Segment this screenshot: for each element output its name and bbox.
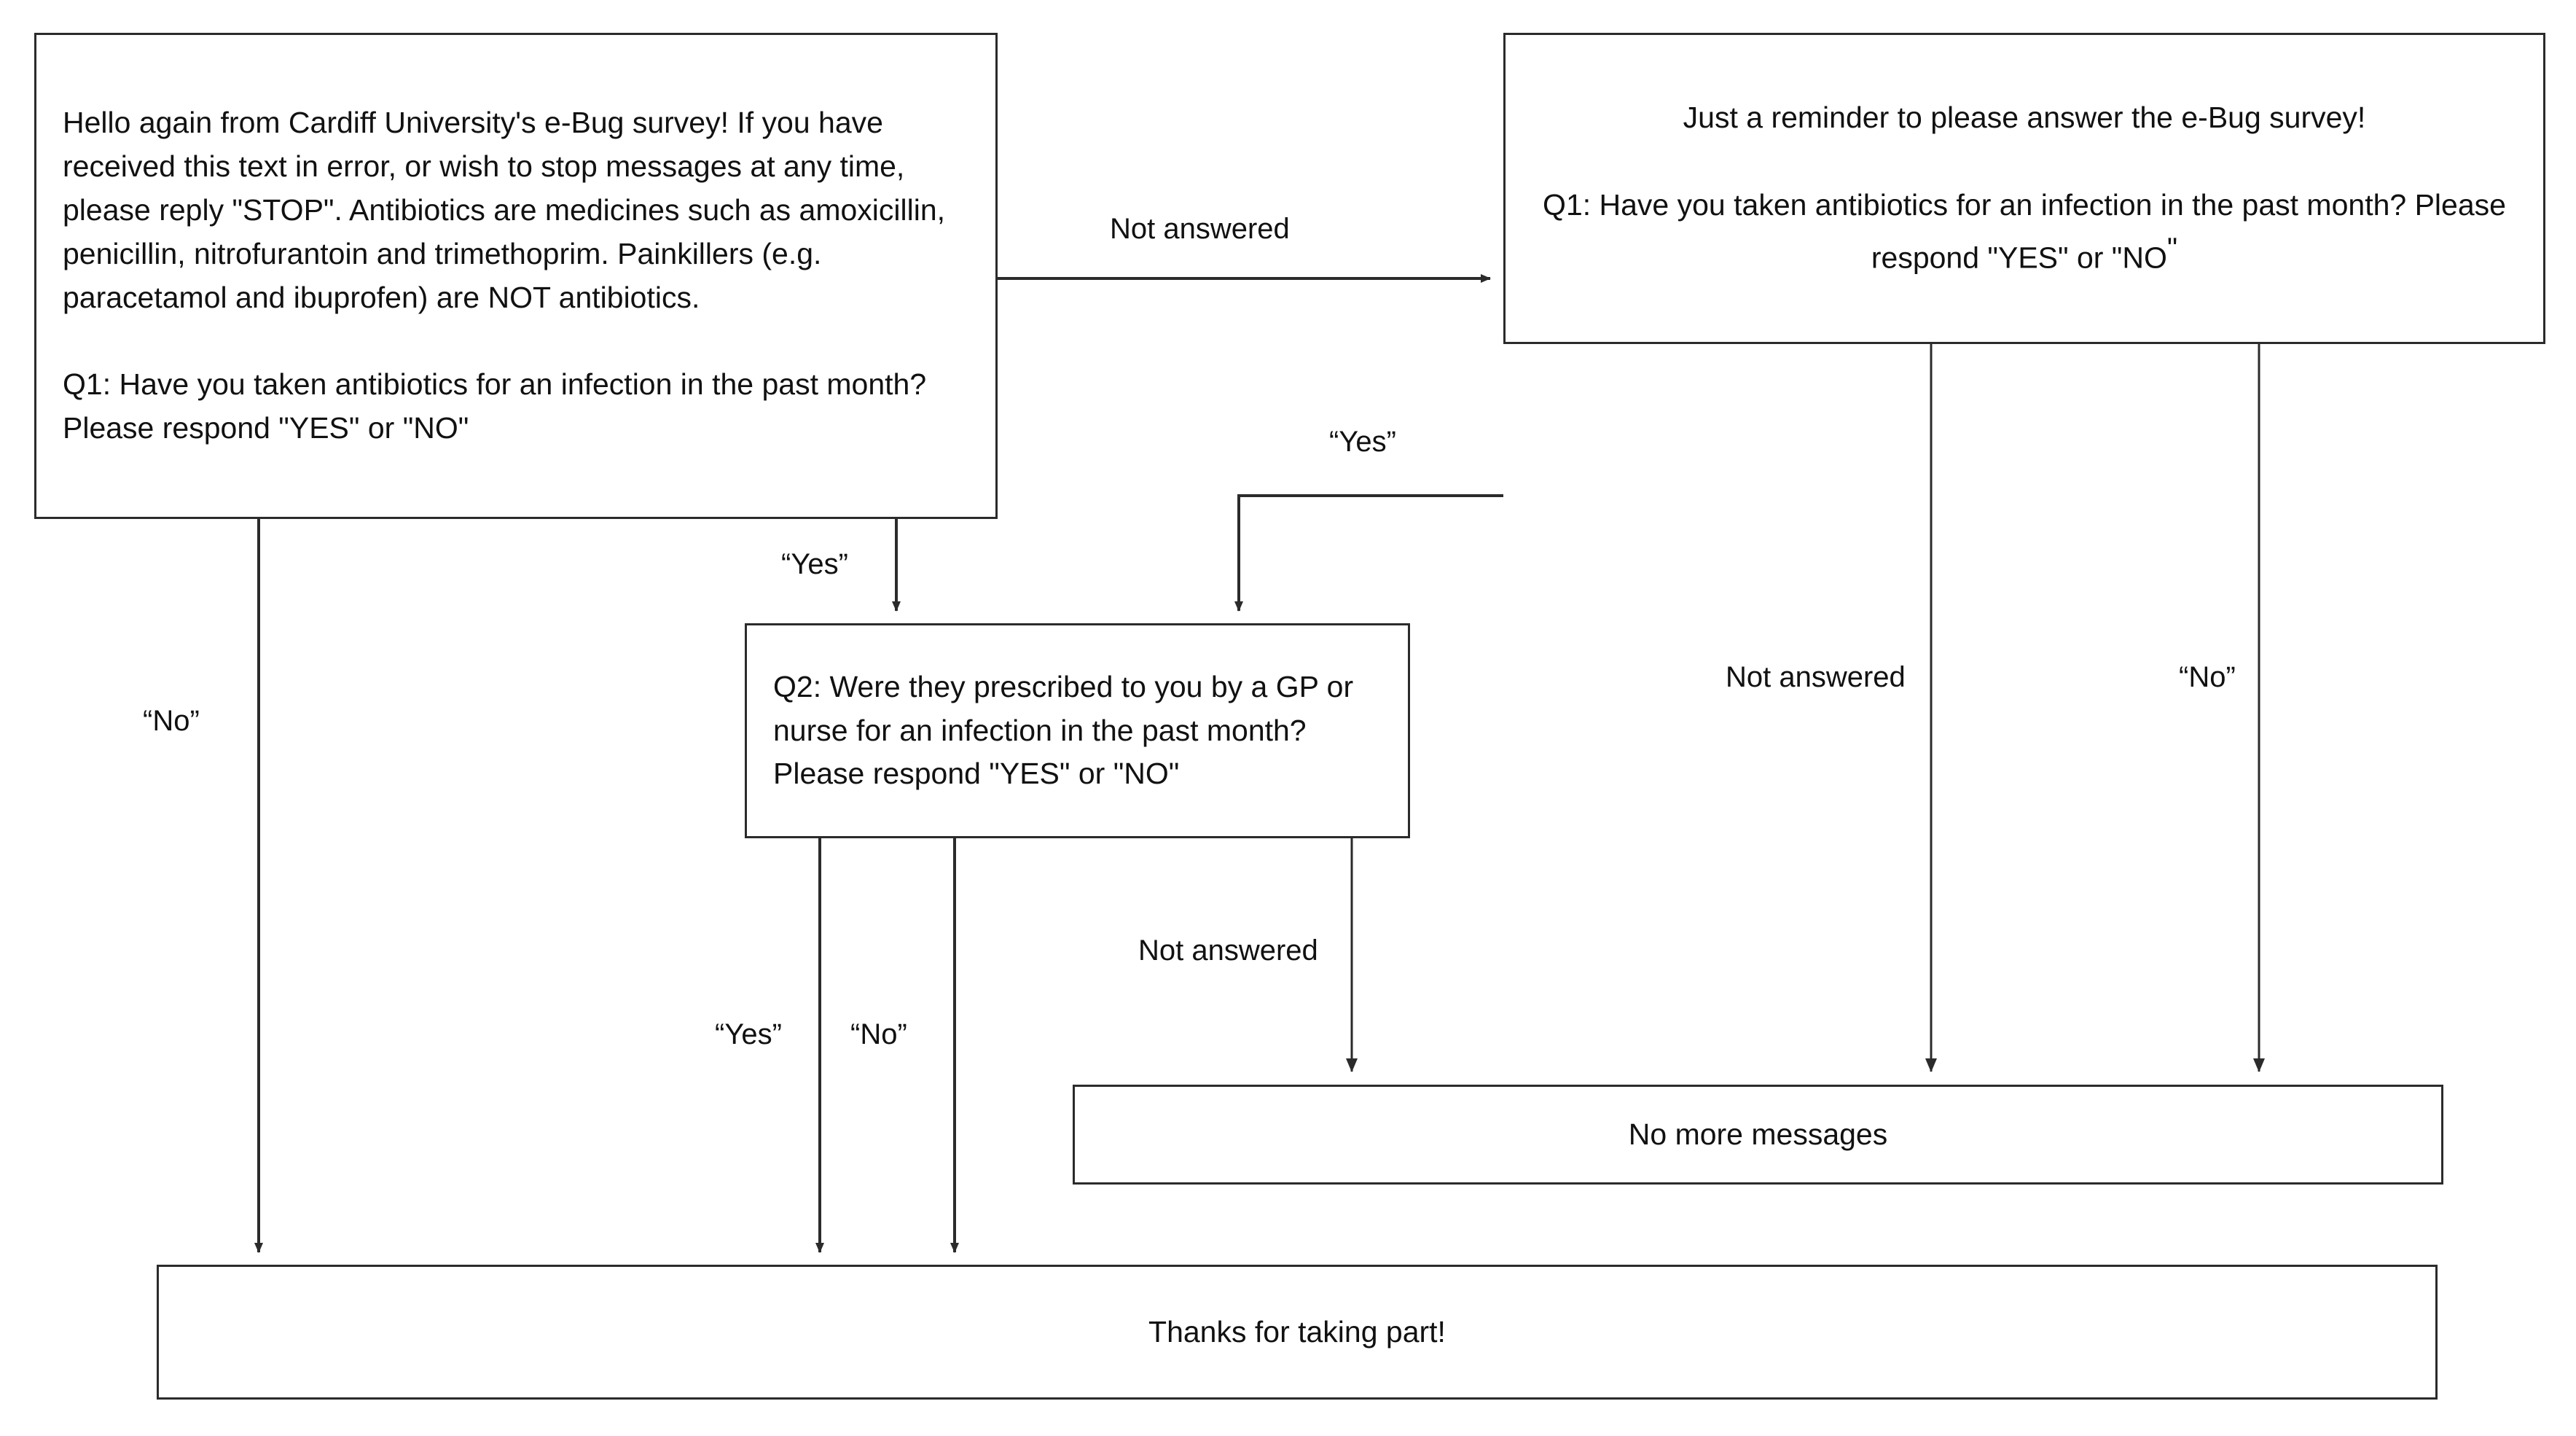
reminder-paragraph-1: Just a reminder to please answer the e-B…	[1683, 101, 2366, 135]
edge-label-intro-no: “No”	[143, 705, 200, 737]
edge-label-intro-not-answered: Not answered	[1110, 213, 1290, 245]
node-thanks-message: Thanks for taking part!	[157, 1265, 2438, 1400]
node-q2-message: Q2: Were they prescribed to you by a GP …	[745, 623, 1410, 838]
node-intro-message: Hello again from Cardiff University's e-…	[34, 33, 998, 519]
edge-reminder-to-q2	[1234, 494, 1503, 612]
reminder-trailing-quote: "	[2166, 232, 2178, 265]
node-no-more-messages-text: No more messages	[1628, 1117, 1888, 1151]
edge-label-intro-yes: “Yes”	[781, 548, 848, 580]
node-reminder-text: Just a reminder to please answer the e-B…	[1506, 96, 2543, 280]
reminder-paragraph-2: Q1: Have you taken antibiotics for an in…	[1527, 184, 2521, 280]
edge-label-q2-no: “No”	[850, 1018, 907, 1050]
node-reminder-message: Just a reminder to please answer the e-B…	[1503, 33, 2545, 344]
node-no-more-messages: No more messages	[1073, 1085, 2443, 1185]
edge-label-reminder-yes: “Yes”	[1329, 426, 1396, 458]
intro-paragraph-2: Q1: Have you taken antibiotics for an in…	[63, 367, 927, 445]
edge-label-reminder-not-answered: Not answered	[1726, 661, 1906, 693]
node-q2-text: Q2: Were they prescribed to you by a GP …	[773, 669, 1354, 791]
reminder-paragraph-2-body: Q1: Have you taken antibiotics for an in…	[1543, 188, 2506, 275]
node-thanks-text: Thanks for taking part!	[1148, 1314, 1446, 1349]
edge-label-reminder-no: “No”	[2179, 661, 2236, 693]
node-intro-text: Hello again from Cardiff University's e-…	[36, 101, 995, 450]
edge-label-q2-yes: “Yes”	[715, 1018, 782, 1050]
intro-paragraph-1: Hello again from Cardiff University's e-…	[63, 106, 946, 314]
edge-label-q2-not-answered: Not answered	[1138, 934, 1318, 967]
